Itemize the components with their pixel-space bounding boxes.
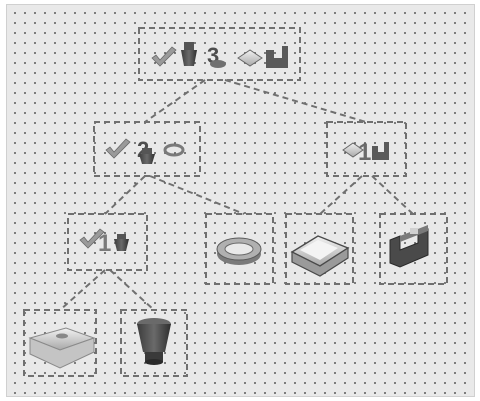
node-left-1[interactable] xyxy=(93,121,201,177)
tray-icon xyxy=(290,235,350,277)
bottle-icon xyxy=(114,234,129,251)
tray-icon xyxy=(237,49,263,67)
ring-leaf-contents xyxy=(216,237,262,265)
node-left-2[interactable] xyxy=(67,213,148,271)
check-icon xyxy=(151,46,177,67)
check-icon xyxy=(79,228,105,249)
bottle-icon xyxy=(181,42,197,66)
bracket-icon xyxy=(266,46,288,68)
cup-icon xyxy=(210,60,226,68)
bracket-leaf-contents xyxy=(389,225,429,268)
tray-icon xyxy=(342,142,364,158)
left-1-node-contents: 2 xyxy=(105,137,185,164)
right-1-node-contents: 1 xyxy=(342,139,389,166)
edge-left-2-cup-leaf xyxy=(109,269,155,311)
edge-left-2-plate-leaf xyxy=(59,269,106,311)
left-2-node-contents: 1 xyxy=(79,228,129,257)
root-node-contents: 3 xyxy=(151,42,288,68)
ring-icon xyxy=(163,143,185,157)
right-1-count-label: 1 xyxy=(358,139,371,166)
node-plate-leaf[interactable] xyxy=(23,309,97,377)
check-icon xyxy=(105,138,131,159)
ring-icon xyxy=(216,237,262,265)
cup-leaf-contents xyxy=(137,318,171,365)
node-ring-leaf[interactable] xyxy=(205,213,274,285)
edge-left-1-ring-leaf xyxy=(149,175,245,215)
bracket-icon xyxy=(389,225,429,268)
bracket-icon xyxy=(372,142,389,160)
node-tray-leaf[interactable] xyxy=(285,213,354,285)
diagram-canvas xyxy=(6,4,475,397)
tray-leaf-contents xyxy=(290,235,350,277)
node-bracket-leaf[interactable] xyxy=(379,213,448,285)
plate-icon xyxy=(28,327,96,369)
bottle-icon xyxy=(139,148,155,164)
edge-left-1-left-2 xyxy=(104,175,146,215)
edge-root-left-1 xyxy=(144,79,206,123)
edge-right-1-tray-leaf xyxy=(319,175,363,215)
node-cup-leaf[interactable] xyxy=(120,309,188,377)
plate-leaf-contents xyxy=(28,327,96,369)
edge-root-right-1 xyxy=(224,79,367,123)
node-root[interactable] xyxy=(138,27,301,81)
left-2-count-label: 1 xyxy=(98,230,111,257)
cup-icon xyxy=(137,318,171,365)
node-right-1[interactable] xyxy=(326,121,407,177)
edge-right-1-bracket-leaf xyxy=(371,175,414,215)
